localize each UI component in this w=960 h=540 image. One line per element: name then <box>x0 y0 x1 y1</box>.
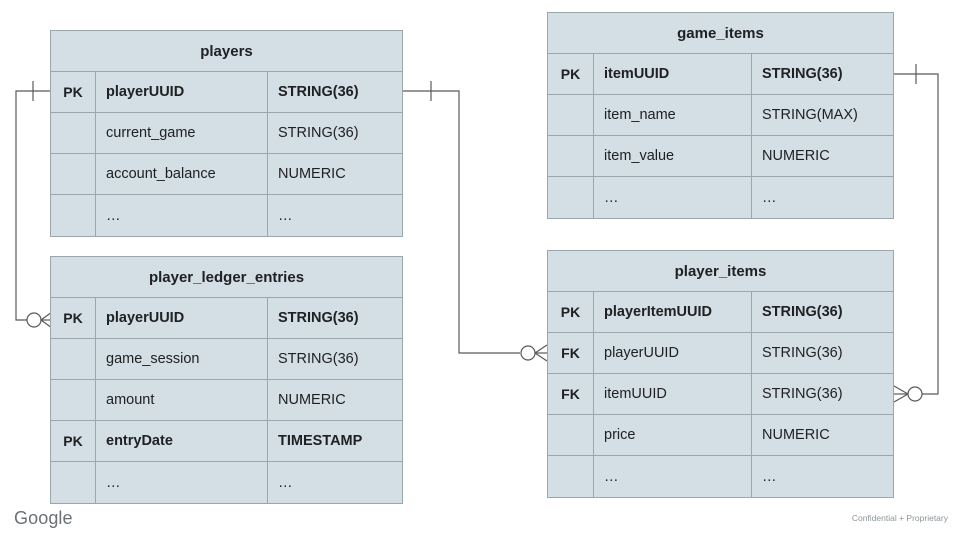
row-name: … <box>594 177 752 218</box>
row-type: NUMERIC <box>762 148 830 164</box>
row-type: STRING(36) <box>278 125 359 141</box>
row-name: price <box>594 415 752 455</box>
row-type: TIMESTAMP <box>278 433 363 449</box>
row-type: STRING(MAX) <box>762 107 858 123</box>
table-row[interactable]: game_session STRING(36) <box>51 339 402 380</box>
row-type: NUMERIC <box>278 166 346 182</box>
row-name: itemUUID <box>594 374 752 414</box>
entity-player-ledger-entries[interactable]: player_ledger_entries PK playerUUID STRI… <box>50 256 403 504</box>
google-logo: Google <box>14 508 73 528</box>
row-type: STRING(36) <box>278 310 359 326</box>
table-row[interactable]: PK playerUUID STRING(36) <box>51 72 402 113</box>
row-name: item_value <box>594 136 752 176</box>
row-type: … <box>762 189 777 206</box>
row-type: … <box>278 474 293 491</box>
table-row[interactable]: FK itemUUID STRING(36) <box>548 374 893 415</box>
row-name: entryDate <box>96 421 268 461</box>
table-row[interactable]: … … <box>51 195 402 236</box>
row-type: STRING(36) <box>762 386 843 402</box>
table-row[interactable]: PK entryDate TIMESTAMP <box>51 421 402 462</box>
row-key: PK <box>548 54 594 94</box>
table-row[interactable]: FK playerUUID STRING(36) <box>548 333 893 374</box>
row-type: STRING(36) <box>278 84 359 100</box>
entity-game-items[interactable]: game_items PK itemUUID STRING(36) item_n… <box>547 12 894 219</box>
entity-title-players: players <box>51 31 402 72</box>
row-type: … <box>762 468 777 485</box>
table-row[interactable]: amount NUMERIC <box>51 380 402 421</box>
row-type: NUMERIC <box>278 392 346 408</box>
row-type: STRING(36) <box>762 304 843 320</box>
row-key <box>548 177 594 218</box>
table-row[interactable]: PK itemUUID STRING(36) <box>548 54 893 95</box>
row-name: item_name <box>594 95 752 135</box>
row-key <box>51 339 96 379</box>
row-type: STRING(36) <box>278 351 359 367</box>
row-type: STRING(36) <box>762 345 843 361</box>
table-row[interactable]: current_game STRING(36) <box>51 113 402 154</box>
table-row[interactable]: price NUMERIC <box>548 415 893 456</box>
row-key <box>51 113 96 153</box>
entity-player-items[interactable]: player_items PK playerItemUUID STRING(36… <box>547 250 894 498</box>
row-key <box>548 456 594 497</box>
row-key <box>51 462 96 503</box>
row-key: FK <box>548 374 594 414</box>
row-key <box>548 415 594 455</box>
row-key <box>51 154 96 194</box>
row-key: PK <box>548 292 594 332</box>
table-row[interactable]: item_value NUMERIC <box>548 136 893 177</box>
connector-players-to-ledger <box>15 81 53 329</box>
table-row[interactable]: PK playerUUID STRING(36) <box>51 298 402 339</box>
table-row[interactable]: PK playerItemUUID STRING(36) <box>548 292 893 333</box>
row-name: … <box>96 195 268 236</box>
row-name: … <box>96 462 268 503</box>
entity-title-game-items: game_items <box>548 13 893 54</box>
row-name: current_game <box>96 113 268 153</box>
row-key: FK <box>548 333 594 373</box>
table-row[interactable]: item_name STRING(MAX) <box>548 95 893 136</box>
connector-game-items-to-player-items <box>893 64 939 403</box>
row-key: PK <box>51 298 96 338</box>
row-name: … <box>594 456 752 497</box>
table-row[interactable]: … … <box>548 177 893 218</box>
row-name: playerItemUUID <box>594 292 752 332</box>
row-key <box>51 195 96 236</box>
row-name: playerUUID <box>96 298 268 338</box>
connector-players-to-player-items <box>403 81 548 362</box>
row-key <box>548 95 594 135</box>
row-name: playerUUID <box>594 333 752 373</box>
row-type: STRING(36) <box>762 66 843 82</box>
row-key: PK <box>51 72 96 112</box>
row-type: … <box>278 207 293 224</box>
row-name: account_balance <box>96 154 268 194</box>
row-name: itemUUID <box>594 54 752 94</box>
entity-title-player-ledger-entries: player_ledger_entries <box>51 257 402 298</box>
entity-players[interactable]: players PK playerUUID STRING(36) current… <box>50 30 403 237</box>
entity-title-player-items: player_items <box>548 251 893 292</box>
row-key <box>548 136 594 176</box>
row-key: PK <box>51 421 96 461</box>
row-key <box>51 380 96 420</box>
confidentiality-note: Confidential + Proprietary <box>851 513 948 523</box>
row-name: amount <box>96 380 268 420</box>
row-type: NUMERIC <box>762 427 830 443</box>
table-row[interactable]: … … <box>548 456 893 497</box>
table-row[interactable]: … … <box>51 462 402 503</box>
row-name: game_session <box>96 339 268 379</box>
row-name: playerUUID <box>96 72 268 112</box>
table-row[interactable]: account_balance NUMERIC <box>51 154 402 195</box>
